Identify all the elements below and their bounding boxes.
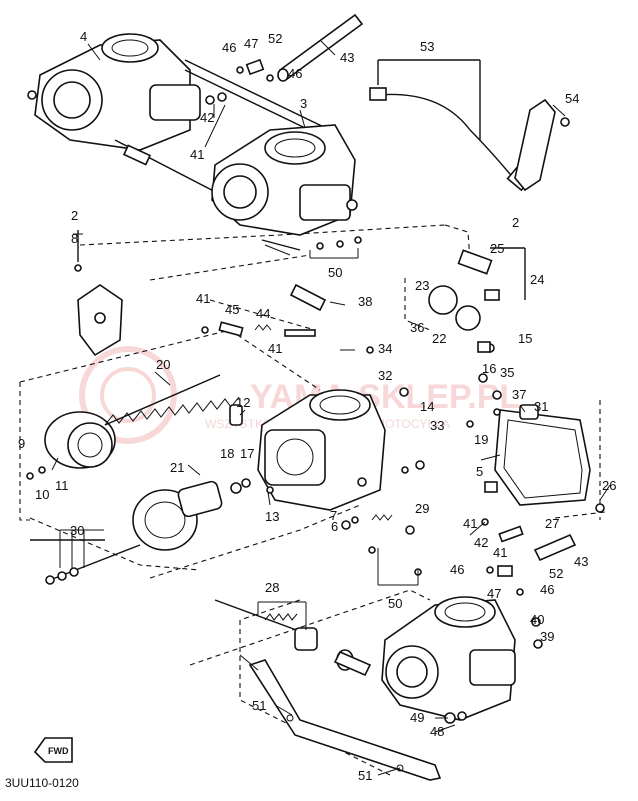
label-48: 48 <box>430 724 444 739</box>
label-11: 11 <box>55 478 69 493</box>
carburetor-4 <box>381 596 516 721</box>
label-17: 17 <box>240 446 254 461</box>
carburetor-1 <box>27 33 331 216</box>
label-23: 23 <box>415 278 429 293</box>
label-45: 45 <box>225 302 239 317</box>
label-6: 6 <box>331 519 338 534</box>
part-labels: 2 8 4 46 47 52 43 46 53 54 3 42 41 2 25 … <box>18 29 616 783</box>
label-16: 16 <box>482 361 496 376</box>
part-38-tube <box>289 283 327 312</box>
label-21: 21 <box>170 460 184 475</box>
label-36: 36 <box>410 320 424 335</box>
label-38: 38 <box>358 294 372 309</box>
part-43-rod-top <box>277 13 364 82</box>
part-21-diaphragm <box>132 480 223 551</box>
label-27: 27 <box>545 516 559 531</box>
label-31: 31 <box>534 399 548 414</box>
part-54-bracket <box>514 98 570 192</box>
part-20-spring <box>104 374 240 426</box>
label-20: 20 <box>156 357 170 372</box>
label-52-b: 52 <box>549 566 563 581</box>
diagram-code: 3UU110-0120 <box>5 776 79 790</box>
label-33: 33 <box>430 418 444 433</box>
label-46-a: 46 <box>222 40 236 55</box>
label-44: 44 <box>256 306 270 321</box>
watermark-logo-inner <box>100 367 156 423</box>
label-37: 37 <box>512 387 526 402</box>
part-11-cover <box>44 411 116 469</box>
label-25: 25 <box>490 241 504 256</box>
label-18: 18 <box>220 446 234 461</box>
leader-lines <box>51 39 611 776</box>
label-51-a: 51 <box>252 698 266 713</box>
label-7: 7 <box>330 508 337 523</box>
label-28: 28 <box>265 580 279 595</box>
fwd-arrow: FWD <box>33 737 73 763</box>
label-41-a: 41 <box>190 147 204 162</box>
label-54: 54 <box>565 91 579 106</box>
label-26: 26 <box>602 478 616 493</box>
part-8-bracket <box>74 230 123 357</box>
label-43-b: 43 <box>574 554 588 569</box>
label-46-b: 46 <box>288 66 302 81</box>
label-12: 12 <box>236 395 250 410</box>
label-8: 8 <box>71 231 78 246</box>
group-brackets <box>59 233 419 630</box>
label-42-a: 42 <box>200 110 214 125</box>
label-9: 9 <box>18 436 25 451</box>
part-51-bracket <box>248 659 442 781</box>
part-28-needle <box>214 599 318 651</box>
fwd-arrow-text: FWD <box>48 746 69 756</box>
carburetor-3 <box>257 389 386 511</box>
label-43-a: 43 <box>340 50 354 65</box>
label-24: 24 <box>530 272 544 287</box>
label-52-a: 52 <box>268 31 282 46</box>
label-46-c: 46 <box>450 562 464 577</box>
label-2: 2 <box>71 208 78 223</box>
label-34: 34 <box>378 341 392 356</box>
label-42-b: 42 <box>474 535 488 550</box>
label-49: 49 <box>410 710 424 725</box>
part-30-screw-set <box>30 539 141 585</box>
label-15: 15 <box>518 331 532 346</box>
label-35: 35 <box>500 365 514 380</box>
label-41-d: 41 <box>463 516 477 531</box>
label-3: 3 <box>300 96 307 111</box>
label-53: 53 <box>420 39 434 54</box>
part-43-tube-bottom <box>333 533 577 677</box>
label-13: 13 <box>265 509 279 524</box>
label-10: 10 <box>35 487 49 502</box>
label-50-a: 50 <box>328 265 342 280</box>
label-51-b: 51 <box>358 768 372 783</box>
small-fasteners <box>26 58 605 724</box>
choke-assembly <box>428 247 526 331</box>
label-46-d: 46 <box>540 582 554 597</box>
part-19-float-bowl <box>494 404 591 506</box>
label-41-b: 41 <box>196 291 210 306</box>
label-14: 14 <box>420 399 434 414</box>
label-47-b: 47 <box>487 586 501 601</box>
label-4: 4 <box>80 29 87 44</box>
label-50-b: 50 <box>388 596 402 611</box>
part-53-cable <box>369 59 532 192</box>
label-40: 40 <box>530 612 544 627</box>
label-32: 32 <box>378 368 392 383</box>
label-22: 22 <box>432 331 446 346</box>
label-47-a: 47 <box>244 36 258 51</box>
carburetor-2 <box>211 124 358 251</box>
label-41-e: 41 <box>493 545 507 560</box>
label-2-b: 2 <box>512 215 519 230</box>
label-29: 29 <box>415 501 429 516</box>
watermark: YAMA-SKLEP.PL WSZYSTKO DLA IDEALNEGO MOT… <box>79 346 520 444</box>
label-19: 19 <box>474 432 488 447</box>
label-39: 39 <box>540 629 554 644</box>
label-41-c: 41 <box>268 341 282 356</box>
label-5: 5 <box>476 464 483 479</box>
label-30: 30 <box>70 523 84 538</box>
